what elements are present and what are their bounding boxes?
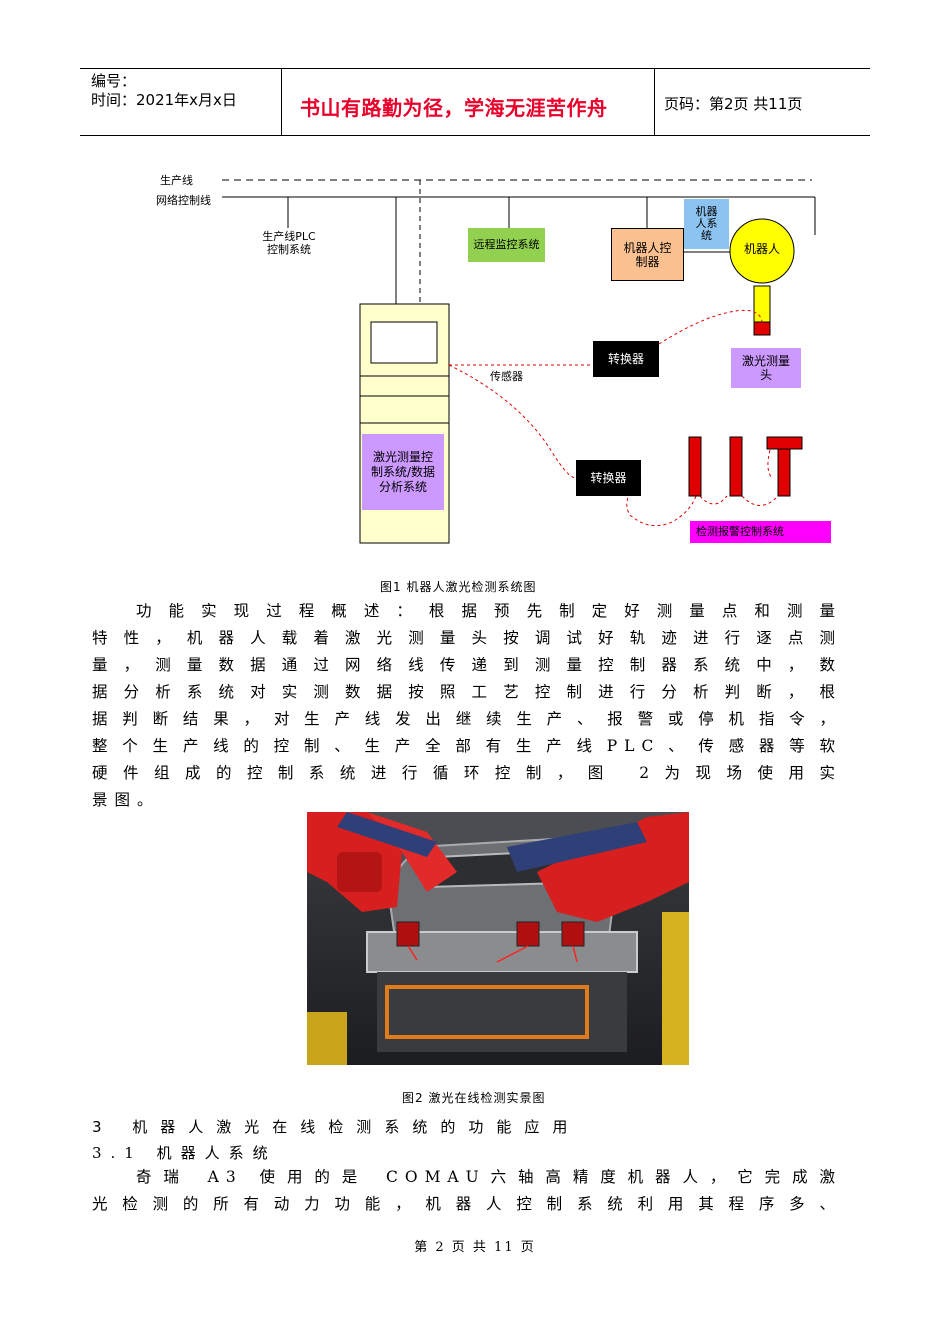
converter-alarm-line — [626, 477, 697, 527]
system-diagram — [222, 179, 816, 544]
robot-circle — [729, 218, 795, 284]
marker-bar — [729, 436, 743, 497]
text-line: 据分析系统对实测数据按照工艺控制进行分析判断，根 — [92, 683, 842, 701]
cabinet-screen — [370, 321, 438, 364]
laser-head-tip — [753, 321, 771, 336]
header-divider — [281, 68, 282, 136]
page-footer: 第 2 页 共 11 页 — [414, 1240, 536, 1255]
header-time-label: 时间：2021年x月x日 — [91, 91, 237, 109]
plc-system-label: 生产线PLC 控制系统 — [262, 230, 316, 256]
paragraph-overview: 功能实现过程概述：根据预先制定好测量点和测量 特性，机器人载着激光测量头按调试好… — [92, 598, 842, 814]
text-line: 据判断结果，对生产线发出继续生产、报警或停机指令， — [92, 710, 842, 728]
robot-controller-box: 机器人控制器 — [611, 228, 684, 281]
marker-bar — [688, 436, 702, 497]
cabinet-converter-line — [448, 364, 577, 479]
converter-box-top: 转换器 — [593, 341, 659, 377]
section-heading: 3 机器人激光在线检测系统的功能应用 — [92, 1118, 581, 1136]
header-bottom-rule — [80, 135, 870, 136]
remote-monitor-box: 远程监控系统 — [468, 228, 545, 262]
converter-box-bottom: 转换器 — [576, 460, 641, 496]
sensor-label: 传感器 — [490, 370, 523, 383]
subsection-heading: 3.1 机器人系统 — [92, 1144, 277, 1162]
header-number-label: 编号： — [91, 72, 137, 90]
figure1-caption: 图1 机器人激光检测系统图 — [380, 580, 537, 594]
marker-t-top — [766, 436, 803, 450]
header-motto: 书山有路勤为径，学海无涯苦作舟 — [300, 96, 608, 120]
alarm-system-box: 检测报警控制系统 — [690, 521, 831, 543]
robot-label: 机器人 — [743, 242, 780, 256]
text-line: 硬件组成的控制系统进行循环控制，图 2为现场使用实 — [92, 764, 842, 782]
text-line: 整个生产线的控制、生产全部有生产线PLC、传感器等软 — [92, 737, 842, 755]
marker-t-stem — [777, 448, 791, 497]
production-line-label: 生产线 — [160, 174, 193, 187]
laser-head-box: 激光测量头 — [731, 348, 801, 388]
laser-control-box: 激光测量控制系统/数据分析系统 — [362, 434, 444, 510]
text-line: 景图。 — [92, 791, 160, 809]
head-signal-line — [658, 309, 763, 345]
robot-arm — [753, 285, 771, 323]
paragraph-robot-system: 奇瑞 A3 使用的是 COMAU六轴高精度机器人，它完成激 光检测的所有动力功能… — [92, 1164, 842, 1218]
text-line: 功能实现过程概述：根据预先制定好测量点和测量 — [136, 602, 842, 620]
text-line: 光检测的所有动力功能，机器人控制系统利用其程序多、 — [92, 1195, 842, 1213]
robot-system-box: 机器人系统 — [684, 199, 729, 249]
field-photo — [307, 812, 689, 1065]
text-line: 特性，机器人载着激光测量头按调试好轨迹进行逐点测 — [92, 629, 842, 647]
text-line: 量，测量数据通过网络线传递到测量控制器系统中，数 — [92, 656, 842, 674]
header-top-rule — [80, 68, 870, 69]
header-divider — [654, 68, 655, 136]
network-line-label: 网络控制线 — [156, 194, 211, 207]
text-line: 奇瑞 A3 使用的是 COMAU六轴高精度机器人，它完成激 — [136, 1168, 842, 1186]
header-page-info: 页码：第2页 共11页 — [664, 95, 803, 113]
figure2-caption: 图2 激光在线检测实景图 — [402, 1091, 546, 1105]
